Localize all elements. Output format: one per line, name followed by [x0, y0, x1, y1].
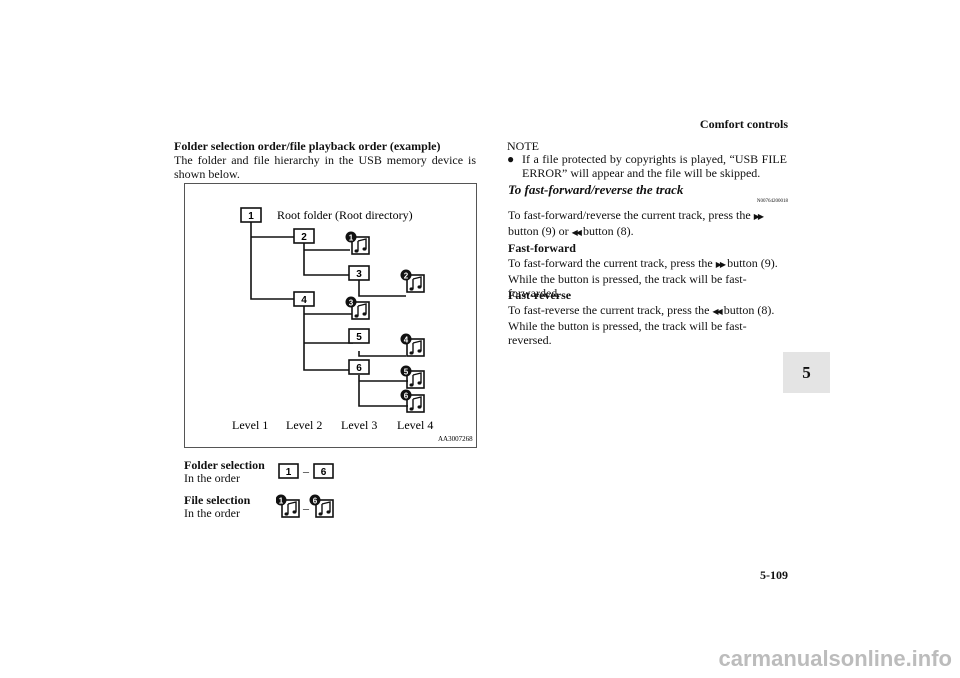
section-text-part-2: button (9) or: [508, 224, 569, 238]
fast-forward-icon: ▶▶: [753, 212, 764, 221]
section-text-part-3: button (8).: [582, 224, 634, 238]
folder-5-label: 5: [356, 332, 362, 343]
level-1-label: Level 1: [232, 418, 268, 432]
file-5-icon: 5: [400, 365, 425, 389]
folder-3-icon: 3: [348, 265, 370, 281]
folder-1-label: 1: [248, 211, 254, 222]
file-1-icon: 1: [345, 231, 370, 255]
folder-range-end: 6: [321, 467, 327, 478]
ff-text-part-1: To fast-forward the current track, press…: [508, 256, 713, 270]
file-range-dash: –: [302, 501, 310, 515]
rewind-icon: ◀◀: [571, 228, 582, 237]
folder-6-label: 6: [356, 363, 362, 374]
watermark-text: carmanualsonline.info: [718, 646, 953, 671]
file-range-start-icon: 1: [276, 494, 300, 518]
file-range-end-icon: 6: [309, 494, 334, 518]
fr-text-part-2: button (8). While the button is pressed,…: [508, 303, 775, 347]
file-2-label: 2: [404, 272, 409, 281]
folder-range-end-icon: [313, 463, 334, 479]
ff-text-part-2: button (9). While the button is pressed,…: [508, 256, 778, 300]
file-1-label: 1: [349, 234, 354, 243]
folder-4-icon: 4: [293, 291, 315, 307]
folder-5-icon: 5: [348, 328, 370, 344]
section-title: Folder selection order/file playback ord…: [174, 139, 441, 153]
level-4-label: Level 4: [397, 418, 433, 432]
folder-2-label: 2: [301, 232, 307, 243]
folder-6-icon: 6: [348, 359, 370, 375]
file-2-icon: 2: [400, 269, 425, 293]
watermark-footer: carmanualsonline.info: [0, 640, 960, 678]
note-text: If a file protected by copyrights is pla…: [522, 152, 787, 180]
fast-reverse-title: Fast-reverse: [508, 288, 572, 302]
level-3-label: Level 3: [341, 418, 377, 432]
section-paragraph: To fast-forward/reverse the current trac…: [508, 208, 790, 240]
folder-range-start: 1: [286, 467, 292, 478]
folder-range-start-icon: [278, 463, 299, 479]
file-3-icon: 3: [345, 296, 370, 320]
level-2-label: Level 2: [286, 418, 322, 432]
fast-forward-reverse-heading: To fast-forward/reverse the track: [508, 182, 684, 197]
folder-hierarchy-figure: 1 2 3 4 5 6 1 2 3 4 5 6 Root folder (Roo…: [184, 183, 477, 448]
fast-forward-paragraph: To fast-forward the current track, press…: [508, 256, 790, 300]
fast-forward-icon: ▶▶: [715, 260, 726, 269]
folder-selection-range: 1 – 6: [278, 463, 334, 479]
fast-reverse-paragraph: To fast-reverse the current track, press…: [508, 303, 790, 347]
section-code: N00764200018: [756, 199, 788, 204]
root-folder-label: Root folder (Root directory): [277, 208, 413, 222]
rewind-icon: ◀◀: [712, 307, 722, 316]
file-4-label: 4: [404, 336, 409, 345]
file-4-icon: 4: [400, 333, 425, 357]
section-text-part-1: To fast-forward/reverse the current trac…: [508, 208, 751, 222]
folder-selection-order: In the order: [184, 471, 240, 485]
page-number: 5-109: [760, 568, 788, 582]
file-selection-title: File selection: [184, 493, 251, 507]
intro-paragraph: The folder and file hierarchy in the USB…: [174, 153, 476, 181]
fast-forward-title: Fast-forward: [508, 241, 576, 255]
file-3-label: 3: [349, 299, 354, 308]
file-selection-range: 1 – 6: [276, 494, 334, 518]
folder-2-icon: 2: [293, 228, 315, 244]
file-range-start: 1: [279, 497, 284, 506]
fr-text-part-1: To fast-reverse the current track, press…: [508, 303, 710, 317]
folder-selection-title: Folder selection: [184, 458, 265, 472]
note-bullet: ●: [507, 152, 515, 166]
file-6-label: 6: [404, 392, 409, 401]
figure-code: AA3007268: [438, 435, 473, 443]
hierarchy-diagram: 1 2 3 4 5 6 1 2 3 4 5 6 Root folder (Roo…: [232, 207, 473, 443]
folder-4-label: 4: [301, 295, 307, 306]
page-header: Comfort controls: [699, 117, 788, 131]
file-6-icon: 6: [400, 389, 425, 413]
file-range-end: 6: [313, 497, 318, 506]
folder-1-icon: 1: [240, 207, 262, 223]
file-selection-order: In the order: [184, 506, 240, 520]
chapter-tab: 5: [783, 352, 830, 393]
file-5-label: 5: [404, 368, 409, 377]
folder-range-dash: –: [302, 464, 310, 478]
folder-3-label: 3: [356, 269, 362, 280]
tree-lines: [250, 222, 408, 407]
note-title: NOTE: [507, 139, 539, 153]
